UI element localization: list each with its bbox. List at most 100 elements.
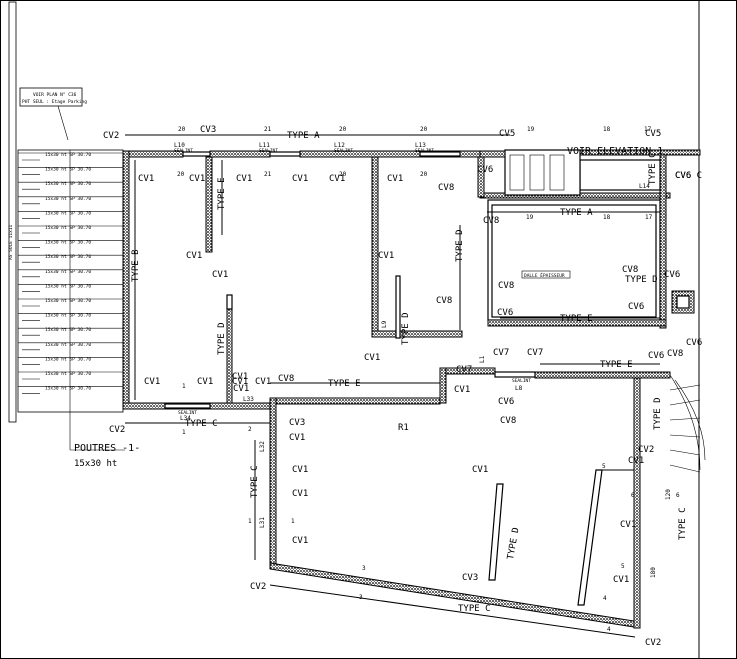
column-label: CV5 [499,129,515,139]
type-c-label: TYPE C [678,507,688,540]
column-label: CV6 [675,171,691,181]
section-mark: 4 [603,595,607,602]
equipment-unit [549,154,565,191]
column-label: CV1 [138,174,154,184]
wall-upper-right-left [477,156,485,198]
lintel-sub: SEALINT [415,148,434,154]
type-c-label: TYPE C [458,604,491,614]
section-mark: 19 [526,214,534,221]
beams-label: POUTRES -1- [74,443,140,454]
column-label: CV1 [233,384,249,394]
section-mark: 6 [631,492,635,499]
svg-text:TYPE E: TYPE E [328,379,361,389]
section-mark: 6 [676,492,680,499]
column-label: CV8 [438,183,454,193]
wall-lower-inner-diagonal2 [577,469,603,606]
column-label: CV1 [454,385,470,395]
column-label: CV1 [236,174,252,184]
section-mark: 18 [603,214,611,221]
section-mark: 1 [248,518,252,525]
lintel-label: L32 [259,441,266,452]
lintel-sub: SEALINT [334,148,353,154]
column-label: CV1 [329,174,345,184]
center-note-box [521,270,571,279]
type-e-dim-mid: TYPE E [500,314,660,324]
type-d-label: TYPE D [217,322,227,355]
center-note: DALLE ÉPAISSEUR [524,271,565,279]
column-label: CV6 [497,308,513,318]
column-label: CV1 [189,174,205,184]
column-label: CV1 [364,353,380,363]
wall-lower-inner-diagonal [488,483,504,581]
dim-120: 120 [665,489,672,500]
wall-inner-element [395,275,401,339]
wall-upper-right-right [659,149,667,329]
lintel-label: L34 [180,415,191,422]
column-label: CV2 [645,638,661,648]
beam-row-label: 15x30 ht SP 30.70 [45,283,91,289]
beam-row-label: 15x30 ht SP 30.70 [45,298,91,304]
section-mark: 21 [264,171,272,178]
column-label: CV7 [527,348,543,358]
section-mark: 1 [182,383,186,390]
dim-180: 180 [650,567,657,578]
cv6c-label: CV6 C [675,171,702,181]
type-c-dim-bottom-left: TYPE C [125,419,270,429]
lintel-sub: SEALINT [174,148,193,154]
section-mark: 20 [420,171,428,178]
beam-row-label: 15x30 ht SP 30.70 [45,254,91,260]
wall-top-opening [419,151,461,157]
section-mark: 17 [644,126,652,133]
lintel-label: L8 [515,385,523,392]
column-label: CV1 [289,433,305,443]
lintel-sub: SEALINT [259,148,278,154]
column-label: CV2 [103,131,119,141]
wall-lower-left [269,397,277,569]
wall-top-opening [182,151,211,157]
type-e-dim-center: TYPE E [270,379,440,389]
wall-center-h [269,397,441,405]
beams-area: 15x30 ht SP 30.70 15x30 ht SP 30.70 15x30 … [17,149,125,451]
beam-row-label: 15x30 ht SP 30.70 [45,386,91,392]
type-b-label: TYPE B [131,249,141,282]
section-mark: 1 [182,429,186,436]
column-label: CV6 [477,165,493,175]
section-mark: 20 [177,171,185,178]
staircase [669,374,706,473]
column-label: CV1 [255,377,271,387]
column-label: CV8 [483,216,499,226]
column-label: CV7 [456,365,472,375]
column-label: CV6 [664,270,680,280]
svg-text:VOIR PLAN N° C36: VOIR PLAN N° C36 [33,92,77,98]
beam-row-label: 15x30 ht SP 30.70 [45,356,91,362]
column-label: CV6 [686,338,702,348]
equipment-box [504,149,581,196]
column-label: CV1 [620,520,636,530]
section-mark: 20 [339,171,347,178]
column-label: CV6 [498,397,514,407]
beam-row-label: 15x30 ht SP 30.70 [45,152,91,158]
column-label: CV1 [144,377,160,387]
wall-bottom-opening [164,403,211,409]
svg-text:TYPE A: TYPE A [287,131,320,141]
lintel-label: L14 [639,183,650,190]
beam-row-label: 15x30 ht SP 30.70 [45,240,91,246]
lintel-label: L31 [259,517,266,528]
left-edge-strip [8,1,17,423]
lintel-label: L13 [415,142,426,149]
section-mark: 20 [339,126,347,133]
section-mark: 5 [602,463,606,470]
column-label: CV3 [200,125,216,135]
wall-left [122,150,130,410]
wall-upper-right-bottom [487,319,667,327]
wall-room-inner-outline [491,204,657,318]
column-label: CV7 [493,348,509,358]
lintel-label: L9 [381,320,388,328]
equipment-unit [509,154,525,191]
type-d-label: TYPE D [625,275,658,285]
beam-row-label: 15x30 ht SP 30.70 [45,210,91,216]
svg-text:TYPE E: TYPE E [600,360,633,370]
column-label: CV8 [498,281,514,291]
type-d-label: TYPE D [653,397,663,430]
